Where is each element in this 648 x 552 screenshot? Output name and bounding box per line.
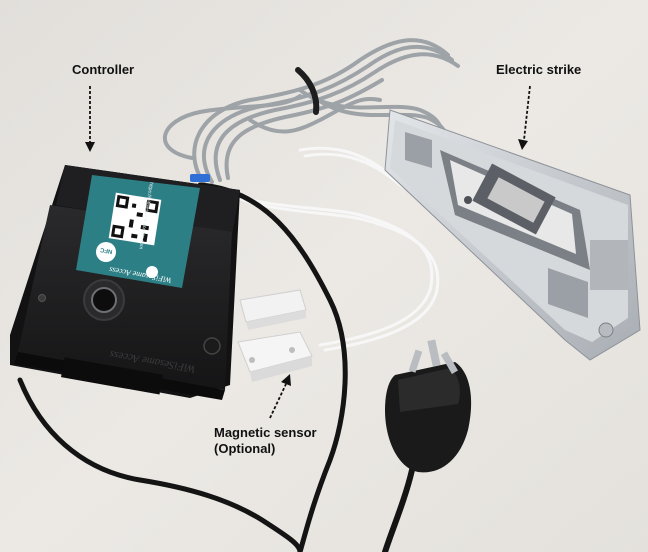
nfc-text: NFC [99, 246, 113, 254]
push-button [83, 279, 125, 321]
electric-strike-label: Electric strike [496, 62, 582, 77]
black-cable-left [17, 377, 303, 552]
corner-logo-emboss [203, 337, 221, 355]
magnetic-sensor-label-line1: Magnetic sensor [214, 425, 317, 440]
magnetic-sensor-label-line2: (Optional) [214, 441, 276, 456]
controller-label: Controller [72, 62, 135, 77]
magnetic-sensor [237, 289, 313, 382]
black-cable-plug-lead [382, 467, 415, 552]
device-sticker: https://wifisesame-access.com NFC WiFiSe… [76, 175, 200, 288]
black-power-cable [197, 182, 348, 552]
magnetic-sensor-label: Magnetic sensor (Optional) [214, 425, 317, 457]
power-plug [385, 339, 472, 473]
status-led [38, 294, 46, 302]
blue-cable-boot [190, 174, 210, 182]
electric-strike [384, 109, 641, 361]
controller-box: https://wifisesame-access.com NFC WiFiSe… [10, 165, 240, 400]
sticker-corner-logo [146, 266, 158, 278]
cable-tie [295, 67, 320, 115]
nfc-logo: NFC [96, 242, 116, 262]
annotation-arrows [85, 85, 531, 419]
